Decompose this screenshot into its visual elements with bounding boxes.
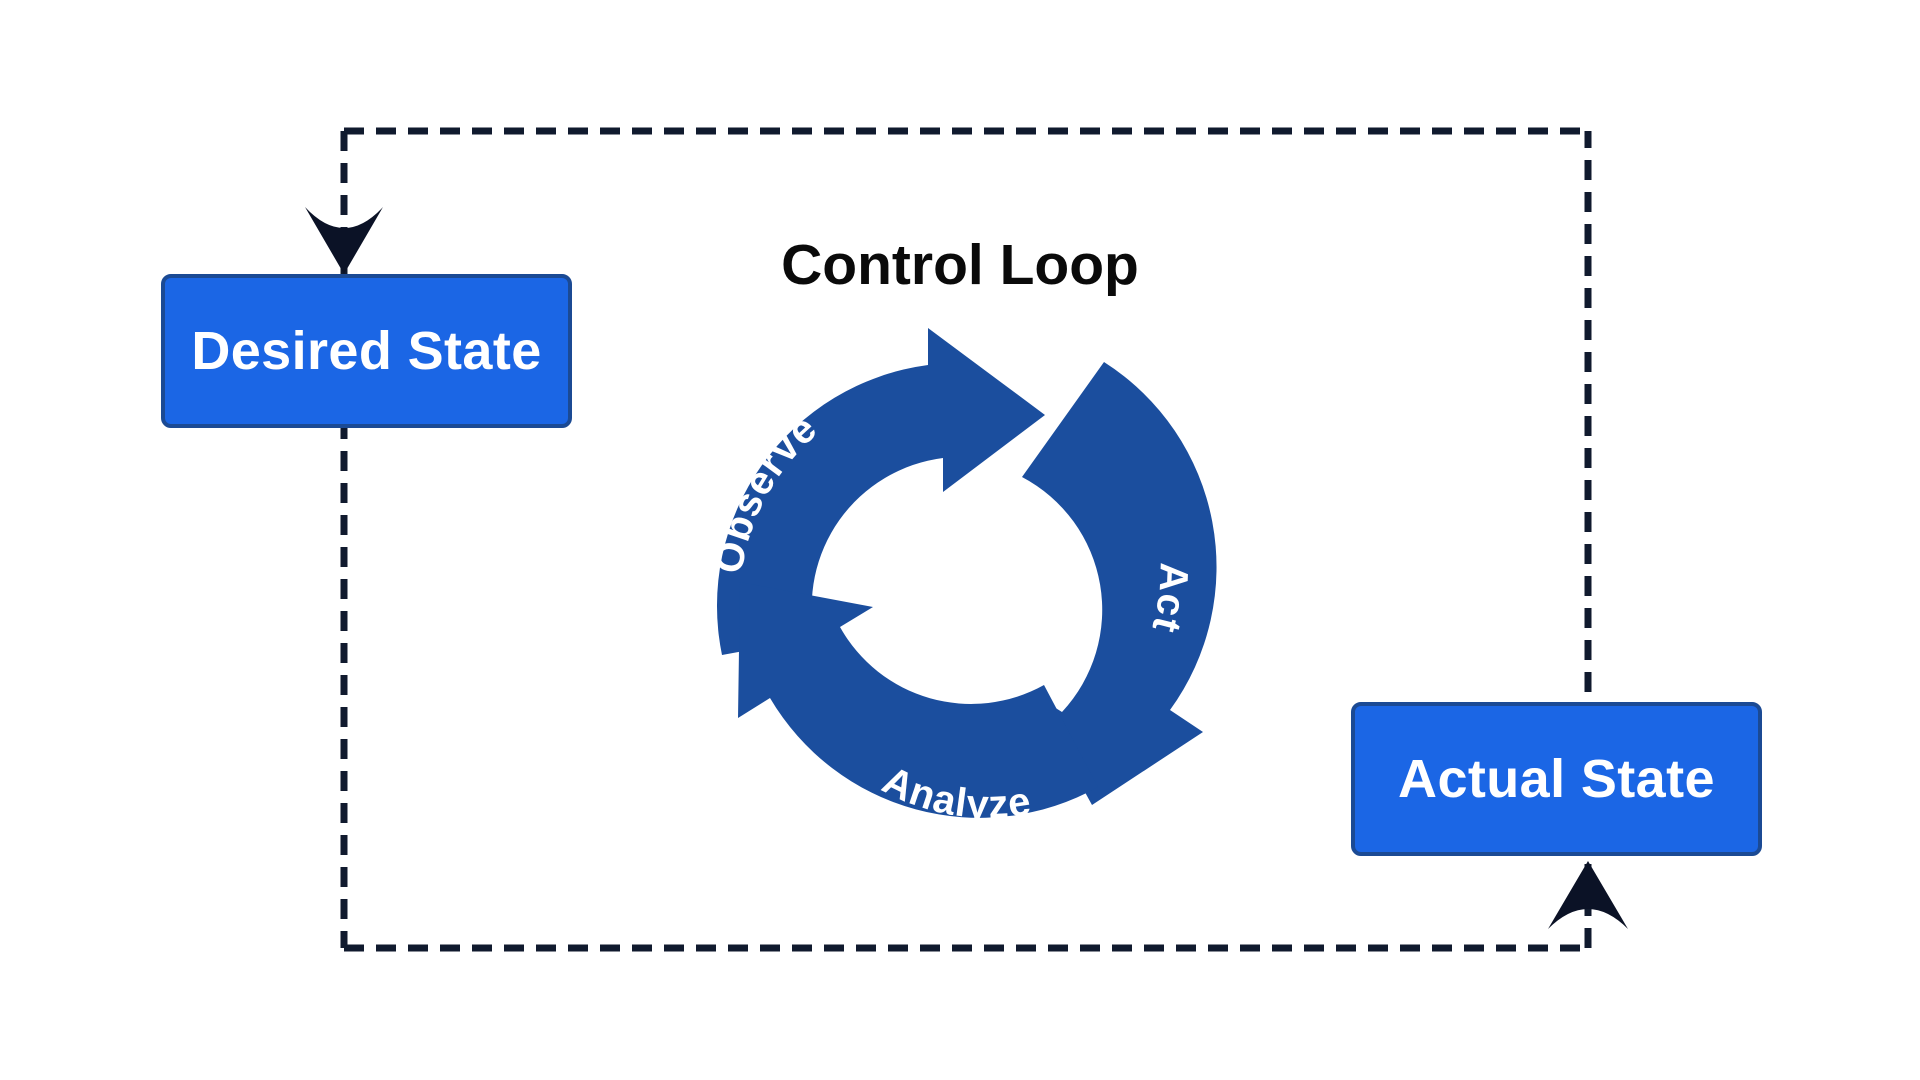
desired-state-label: Desired State [191, 321, 542, 381]
arrowhead-down-icon [305, 207, 383, 274]
observe-arrow-shape [716, 328, 1045, 655]
cycle-segment-analyze[interactable]: Analyze [738, 582, 1098, 827]
actual-state-box[interactable]: Actual State [1351, 702, 1762, 856]
control-loop-cycle: Observe Act Analyze [706, 328, 1217, 827]
act-label: Act [1143, 562, 1195, 638]
analyze-arrow-shape [738, 582, 1098, 818]
actual-state-label: Actual State [1398, 749, 1715, 809]
control-loop-title: Control Loop [781, 233, 1139, 297]
arrowhead-up-icon [1548, 861, 1628, 929]
act-arrow-shape [1022, 362, 1217, 805]
desired-state-box[interactable]: Desired State [161, 274, 572, 428]
cycle-segment-act[interactable]: Act [1022, 362, 1217, 805]
